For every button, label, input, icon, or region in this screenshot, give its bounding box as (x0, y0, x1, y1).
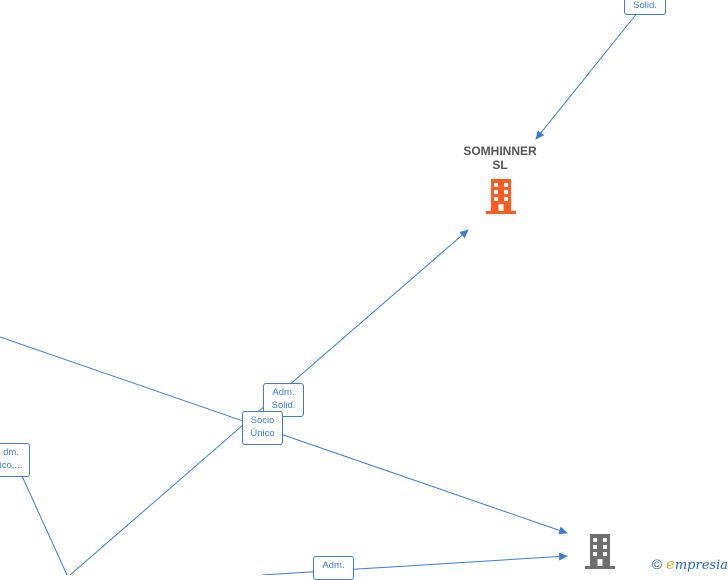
edge-left-to-building (0, 336, 568, 535)
edge-bottom-to-building (261, 552, 568, 575)
brand-logo-initial: e (665, 555, 675, 573)
building-icon[interactable] (486, 179, 516, 214)
copyright-symbol: © (651, 556, 663, 572)
building-icon[interactable] (585, 534, 615, 569)
main-company-name[interactable]: SOMHINNER SL (463, 144, 537, 172)
edge-label-bottom[interactable]: Adm. (313, 556, 354, 580)
edge-label-socio-unico[interactable]: Socio Único (242, 411, 283, 445)
brand-logo-text: mpresia (674, 558, 728, 573)
edge-left-lower (21, 475, 68, 575)
edge-label-top[interactable]: Solid. (624, 0, 666, 15)
brand-footer: © empresia (652, 555, 728, 573)
edge-top-to-somhinner (535, 11, 639, 140)
edge-label-left[interactable]: dm. ico,... (0, 443, 30, 477)
